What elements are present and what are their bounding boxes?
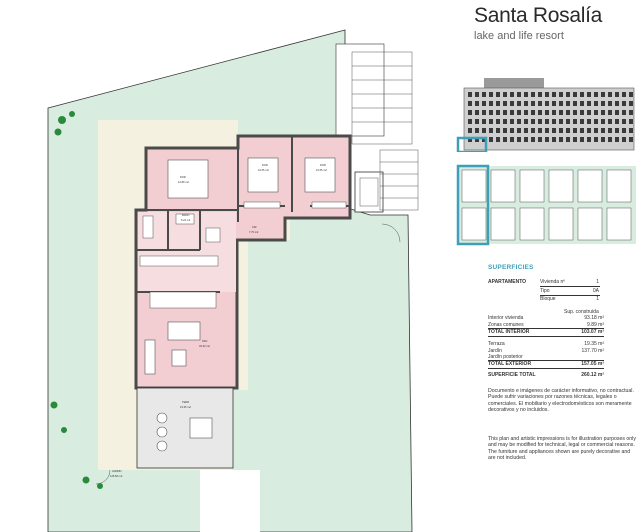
exterior-value-0: 19.35 m²: [584, 341, 604, 347]
total-exterior-value: 157.05 m²: [581, 361, 604, 367]
field-value-1: 0A: [592, 288, 599, 294]
area-terrace: 19.35 m2: [180, 405, 191, 409]
interior-label-1: Zonas comunes: [488, 322, 524, 328]
info-panel: Santa Rosalía lake and life resort SUPER…: [452, 0, 640, 532]
built-header: Sup. construida: [564, 309, 599, 315]
interior-value-0: 93.18 m²: [584, 315, 604, 321]
interior-value-1: 9.89 m²: [587, 322, 604, 328]
label-bath1: BAÑO: [182, 212, 189, 217]
brand-tagline: lake and life resort: [474, 30, 564, 42]
field-label-0: Vivienda nº: [540, 279, 566, 285]
area-hall: 7.70 m2: [249, 230, 259, 234]
total-interior-value: 103.07 m²: [581, 329, 604, 335]
label-dorm3: DOR: [320, 163, 326, 167]
label-dorm2: DOR: [262, 163, 268, 167]
area-garden: 125.82 m2: [110, 474, 123, 478]
area-living: 32.33 m2: [199, 344, 210, 348]
total-interior-label: TOTAL INTERIOR: [488, 329, 530, 335]
site-plan: [454, 156, 640, 248]
exterior-label-1: Jardín: [488, 348, 502, 354]
label-terrace: TERR: [182, 400, 189, 404]
disclaimer-es: Documento e imágenes de carácter informa…: [488, 388, 634, 414]
disclaimer-en: This plan and artistic impressions is fo…: [488, 436, 636, 462]
area-dorm3: 10.65 m2: [316, 168, 327, 172]
area-dorm1: 12.89 m2: [178, 180, 189, 184]
exterior-value-1: 137.70 m²: [581, 348, 604, 354]
building-elevation: [454, 70, 640, 152]
exterior-label-2: Jardín posterior: [488, 354, 523, 360]
area-bath1: 5.24 m2: [181, 218, 191, 222]
label-hall: CIR: [252, 225, 257, 229]
field-value-2: 1: [596, 296, 599, 302]
area-dorm2: 10.65 m2: [258, 168, 269, 172]
total-label: SUPERFICIE TOTAL: [488, 372, 536, 378]
field-label-1: Tipo: [540, 288, 550, 294]
label-garden: JARDIN: [112, 469, 121, 473]
label-living: SDC: [202, 339, 208, 343]
floor-plan: DOR 12.89 m2 DOR 10.65 m2 DOR 10.65 m2 B…: [47, 29, 419, 532]
exterior-label-0: Terraza: [488, 341, 505, 347]
brand-name: Santa Rosalía: [474, 4, 603, 27]
total-exterior-label: TOTAL EXTERIOR: [488, 361, 532, 367]
interior-label-0: Interior vivienda: [488, 315, 524, 321]
field-label-2: Bloque: [540, 296, 556, 302]
apartment-label: APARTAMENTO: [488, 279, 527, 285]
label-dorm1: DOR: [180, 175, 186, 179]
surfaces-title: SUPERFICIES: [488, 264, 534, 271]
total-value: 260.12 m²: [581, 372, 604, 378]
garden-trees: [50, 111, 103, 489]
terrace-area: [136, 387, 234, 469]
field-value-0: 1: [596, 279, 599, 285]
